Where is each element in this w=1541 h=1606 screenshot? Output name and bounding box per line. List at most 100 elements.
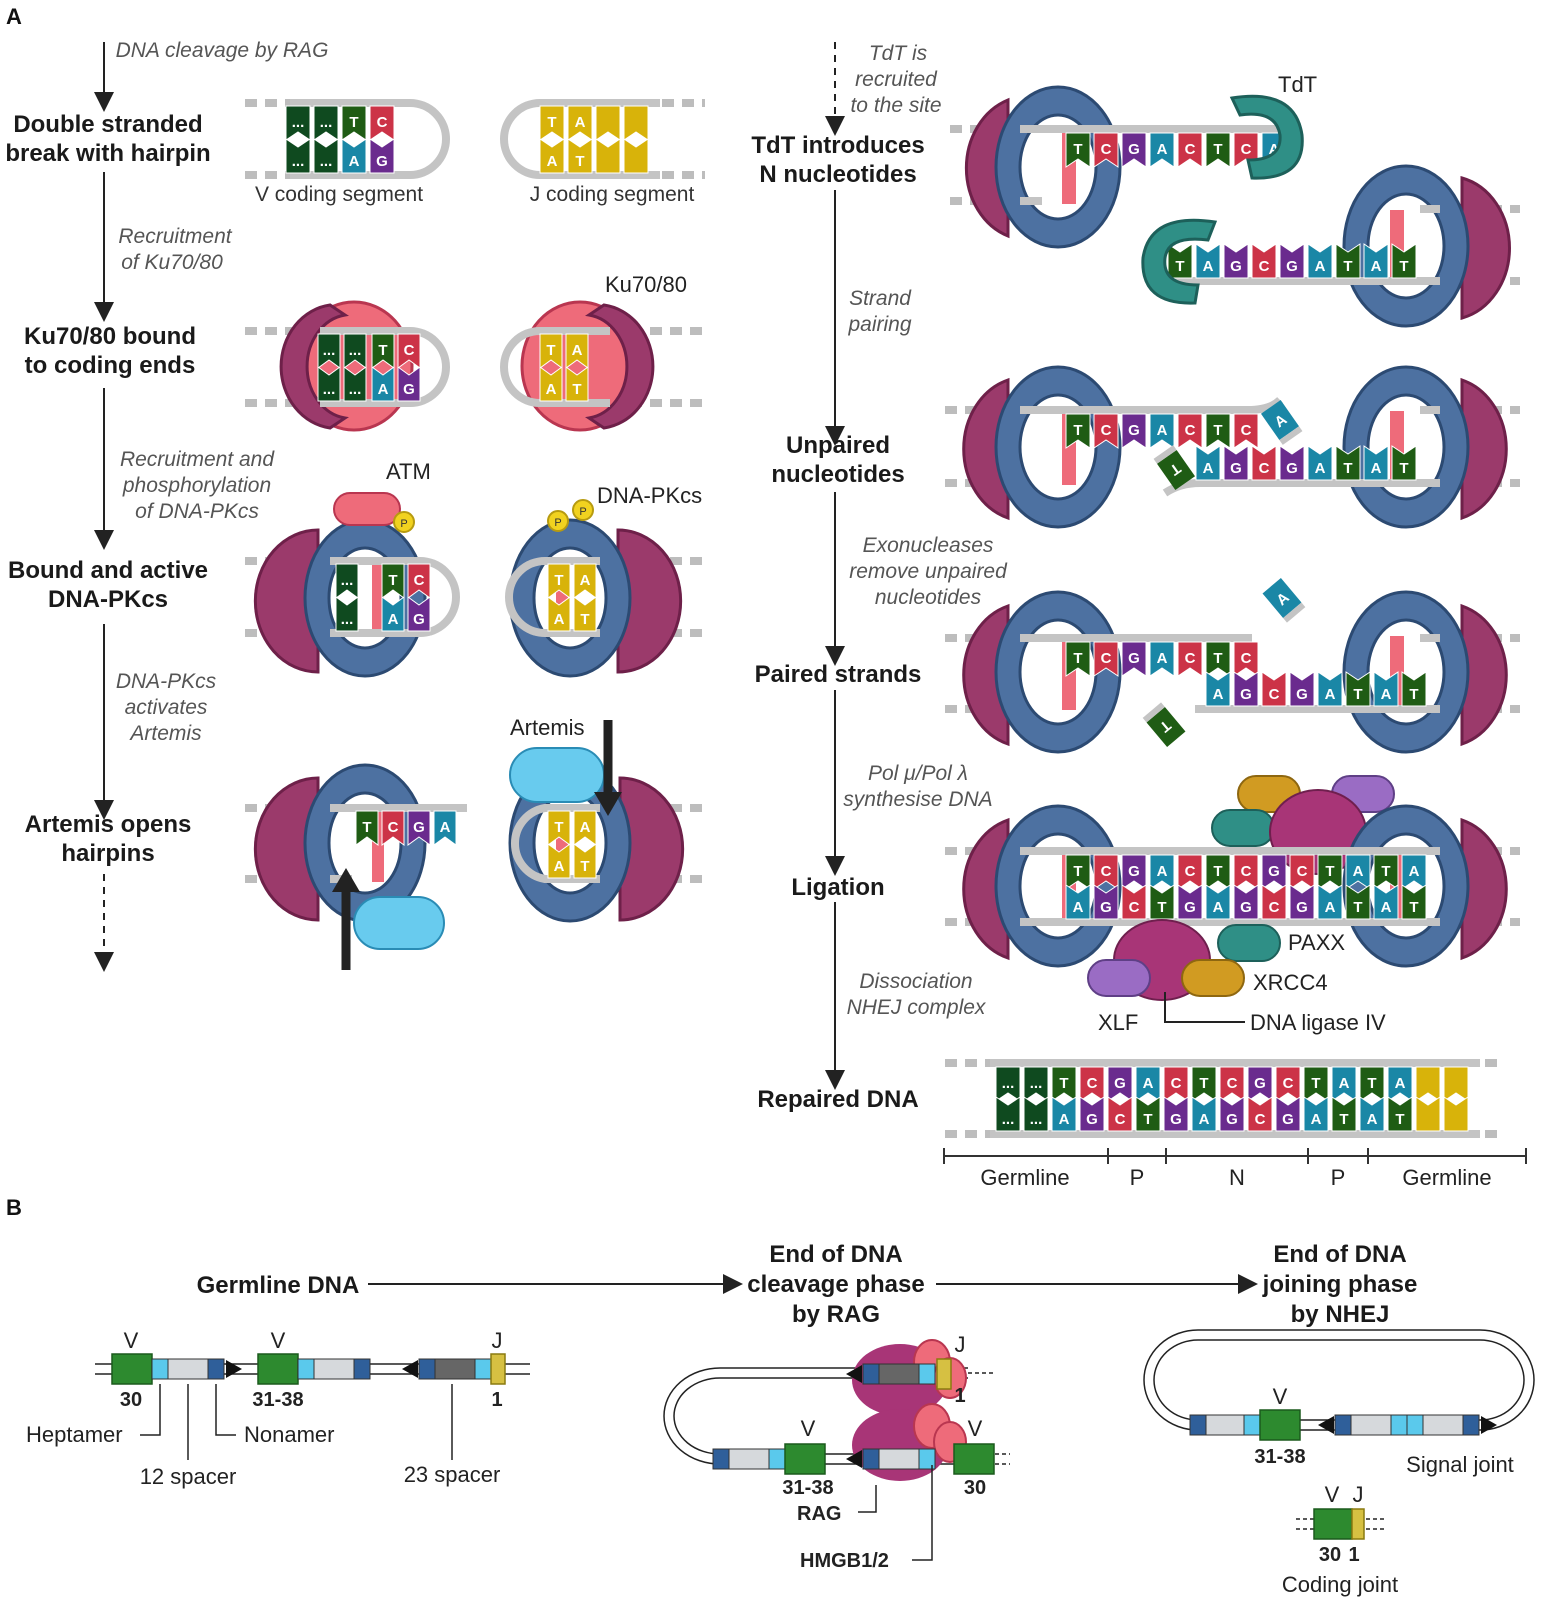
nucleotide-blank (1443, 1066, 1469, 1102)
cleavage-v1-letter: V (801, 1416, 816, 1441)
nucleotide-label: G (1170, 1111, 1182, 1128)
stage-germline: Germline DNA (197, 1272, 360, 1299)
nucleotide-label: A (1073, 899, 1084, 916)
nucleotide-label: T (546, 342, 555, 359)
nucleotide-label: A (572, 342, 583, 359)
nucleotide-dots (1023, 1066, 1049, 1102)
nucleotide-label: ... (349, 342, 362, 359)
nucleotide-A (371, 366, 395, 402)
nucleotide-label: A (1381, 899, 1392, 916)
spacer23-label: 23 spacer (404, 1462, 501, 1487)
nucleotide-label: G (1114, 1075, 1126, 1092)
nucleotide-label: C (388, 819, 399, 836)
nucleotide-label: C (404, 342, 415, 359)
nucleotide-label: A (1269, 141, 1280, 158)
nucleotide-label: G (376, 153, 388, 170)
nucleotide-dots (313, 138, 339, 174)
nucleotide-blank (1415, 1066, 1441, 1102)
nucleotide-A (1363, 445, 1389, 481)
nucleotide-label: T (1073, 863, 1082, 880)
joining-v-letter: V (1273, 1384, 1288, 1409)
panel-label-a: A (6, 4, 22, 29)
nucleotide-label: A (1371, 258, 1382, 275)
nucleotide-A (1149, 413, 1175, 449)
nucleotide-label: T (388, 572, 397, 589)
nucleotide-label: A (1157, 422, 1168, 439)
nucleotide-dots (995, 1066, 1021, 1102)
tdt-label: TdT (1278, 72, 1317, 97)
nucleotide-A (547, 843, 571, 879)
nucleotide-label: T (1143, 1111, 1152, 1128)
nucleotide-A (1195, 243, 1221, 279)
dnapkcs-label: DNA-PKcs (597, 483, 702, 508)
nucleotide-label: A (440, 819, 451, 836)
nucleotide-label: T (1073, 422, 1082, 439)
nucleotide-A (1345, 854, 1371, 890)
nucleotide-label: A (378, 381, 389, 398)
nucleotide-label: G (1282, 1111, 1294, 1128)
signal-joint-circle (1143, 1329, 1535, 1441)
nucleotide-blank (1415, 1096, 1441, 1132)
nucleotide-G (1233, 671, 1259, 707)
nucleotide-A (1191, 1096, 1217, 1132)
nucleotide-G (407, 596, 431, 632)
nucleotide-C (1079, 1066, 1105, 1102)
nucleotide-label: G (413, 611, 425, 628)
nucleotide-T (1331, 1096, 1357, 1132)
nucleotide-T (1149, 884, 1175, 920)
paxx-label: PAXX (1288, 930, 1345, 955)
nucleotide-A (573, 810, 597, 846)
nucleotide-label: T (1399, 258, 1408, 275)
cleavage-j-letter: J (955, 1332, 966, 1357)
nucleotide-A (1051, 1096, 1077, 1132)
region-p-right: P (1331, 1165, 1346, 1190)
nucleotide-label: ... (341, 572, 354, 589)
nucleotide-A (547, 596, 571, 632)
nucleotide-label: G (1254, 1075, 1266, 1092)
coding-joint (1296, 1508, 1384, 1540)
joining-v-number: 31-38 (1254, 1446, 1305, 1468)
nucleotide-C (1251, 445, 1277, 481)
nucleotide-G (1233, 884, 1259, 920)
nucleotide-A (1149, 641, 1175, 677)
nucleotide-T (1065, 854, 1091, 890)
loose-nucleotide: A (1260, 400, 1303, 445)
nucleotide-A (1205, 884, 1231, 920)
nucleotide-A (433, 810, 457, 846)
nucleotide-C (1093, 854, 1119, 890)
nucleotide-A (1205, 671, 1231, 707)
nucleotide-label: G (1086, 1111, 1098, 1128)
nucleotide-A (1373, 671, 1399, 707)
nucleotide-T (1205, 854, 1231, 890)
nucleotide-label: A (580, 572, 591, 589)
nucleotide-T (1065, 132, 1091, 168)
region-p-left: P (1130, 1165, 1145, 1190)
hmgb-label: HMGB1/2 (800, 1550, 889, 1572)
germline-j-letter: J (492, 1328, 503, 1353)
nucleotide-T (1401, 884, 1427, 920)
nucleotide-label: A (1381, 686, 1392, 703)
nucleotide-dots (285, 138, 311, 174)
nucleotide-label: T (1367, 1075, 1376, 1092)
nucleotide-G (1279, 243, 1305, 279)
cleavage-v1-number: 31-38 (782, 1477, 833, 1499)
nucleotide-label: C (1259, 258, 1270, 275)
nucleotide-label: A (1203, 460, 1214, 477)
nucleotide-A (1135, 1066, 1161, 1102)
nucleotide-label: ... (1030, 1111, 1043, 1128)
loose-nucleotide: T (1153, 445, 1196, 490)
nucleotide-C (1177, 641, 1203, 677)
xrcc4-label: XRCC4 (1253, 970, 1328, 995)
nucleotide-T (1345, 671, 1371, 707)
nucleotide-C (1177, 854, 1203, 890)
nucleotide-dots (285, 105, 311, 141)
nucleotide-label: G (1286, 460, 1298, 477)
coding-v-number: 30 (1319, 1544, 1341, 1566)
nucleotide-A (565, 333, 589, 369)
